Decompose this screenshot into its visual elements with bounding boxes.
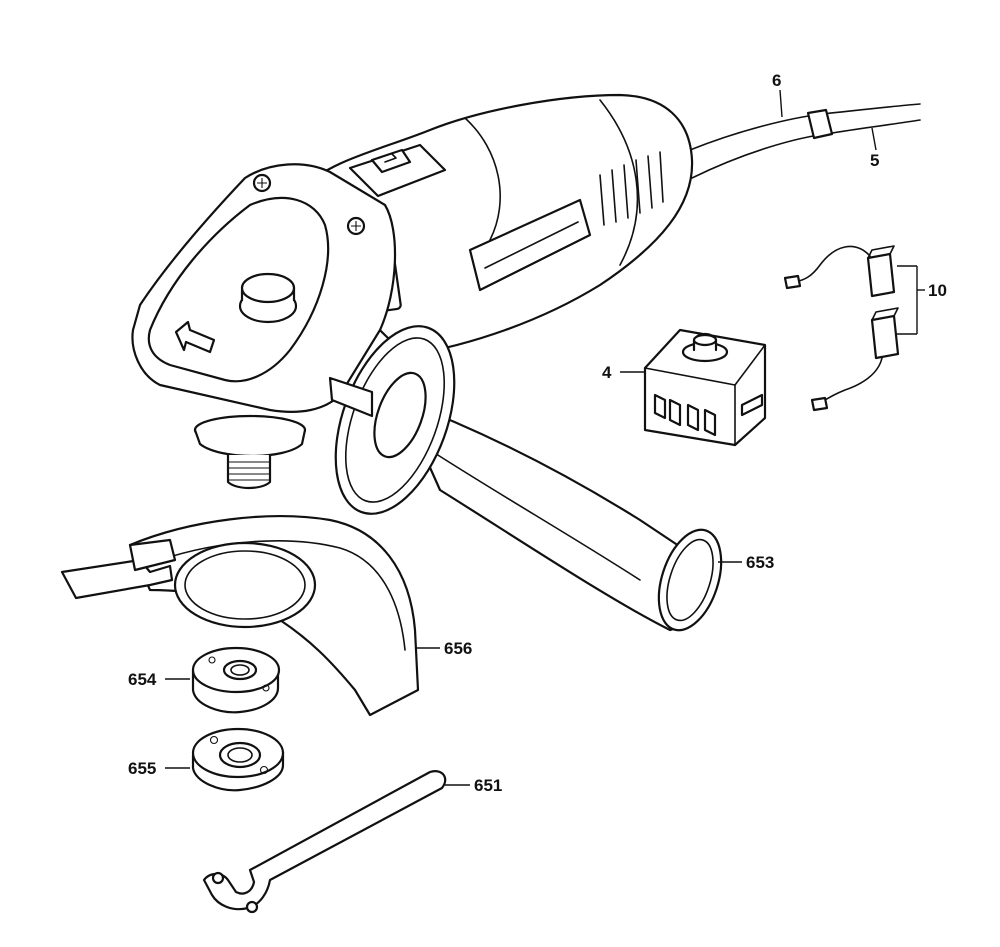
clamping-nut — [191, 727, 285, 792]
auxiliary-handle — [328, 325, 723, 632]
spindle-lock-knob — [238, 272, 298, 324]
callout-6: 6 — [772, 71, 781, 90]
carbon-brushes — [783, 245, 900, 412]
gear-head — [131, 163, 397, 490]
switch-module — [643, 328, 767, 447]
grinder-body — [298, 93, 694, 357]
callout-655: 655 — [128, 759, 156, 778]
leader-lines — [165, 89, 925, 786]
direction-arrow-icon — [174, 320, 216, 354]
callout-651: 651 — [474, 776, 502, 795]
spanner-wrench — [202, 770, 447, 914]
inner-flange — [191, 646, 281, 714]
callout-labels: 6 5 10 4 653 656 654 655 651 — [128, 71, 947, 795]
callout-654: 654 — [128, 670, 157, 689]
guard-clamp-ring — [173, 541, 317, 629]
callout-653: 653 — [746, 553, 774, 572]
callout-5: 5 — [870, 151, 879, 170]
vent-slots — [599, 151, 664, 226]
spindle — [193, 414, 307, 490]
switch-terminals — [653, 393, 717, 437]
handle-end-cap — [657, 528, 723, 632]
callout-10: 10 — [928, 281, 947, 300]
callout-4: 4 — [602, 363, 612, 382]
power-cord — [689, 103, 921, 179]
cord-sleeve — [806, 108, 834, 140]
lock-button — [348, 143, 447, 198]
callout-656: 656 — [444, 639, 472, 658]
wheel-guard — [60, 515, 420, 717]
